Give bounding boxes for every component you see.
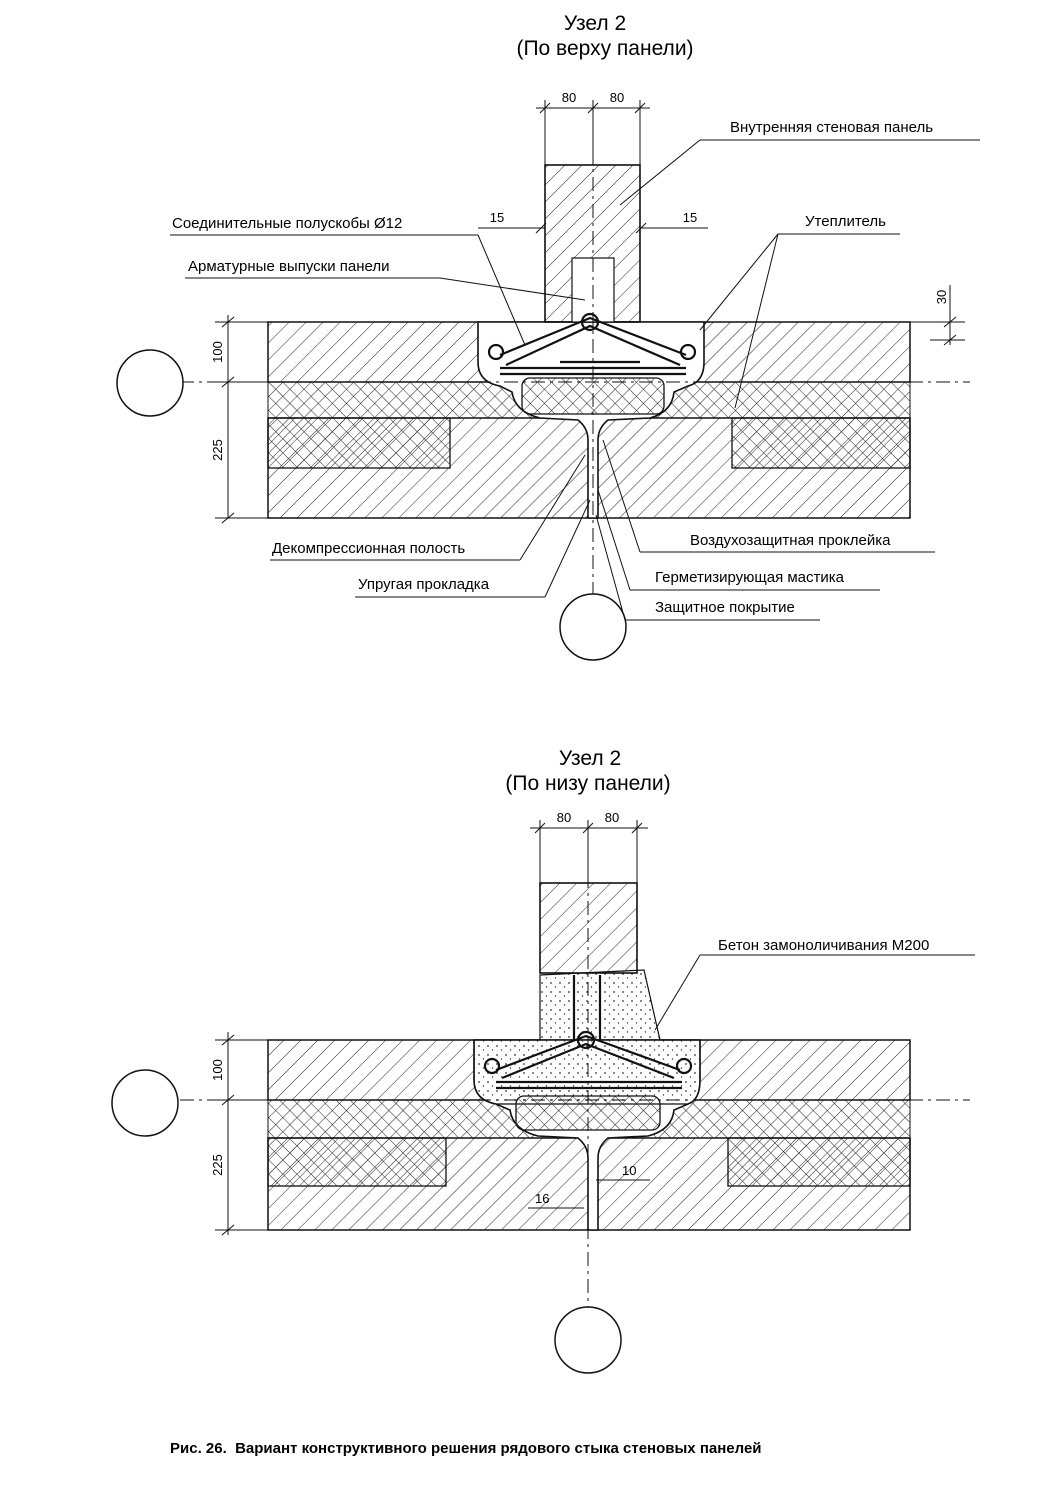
insulation-tongue-right [731, 417, 911, 469]
axis-bubble-bottom [559, 593, 627, 661]
node-top: Узел 2 (По верху панели) [116, 12, 980, 661]
figure-caption: Рис. 26. Вариант конструктивного решения… [170, 1440, 762, 1457]
node-top-title: Узел 2 [564, 12, 626, 35]
dim-gap-right: 15 [683, 210, 697, 225]
right-dimension-lines [910, 285, 965, 346]
dim-h-bottom: 225 [210, 439, 225, 461]
label-rebar-outlets: Арматурные выпуски панели [188, 258, 390, 275]
top-dimension-lines [478, 100, 708, 234]
node-top-subtitle: (По верху панели) [516, 37, 693, 60]
insulation-tongue-left [267, 1137, 447, 1187]
dim-top-offset: 30 [934, 290, 949, 304]
dim-h-bottom: 225 [210, 1154, 225, 1176]
insulation-tongue-left [267, 417, 451, 469]
dim-gap-b: 16 [535, 1191, 549, 1206]
dim-w2: 80 [605, 810, 619, 825]
leader-lines [170, 139, 980, 621]
axis-bubble-left [116, 349, 184, 417]
label-inner-panel: Внутренняя стеновая панель [730, 119, 933, 136]
insulation-tongue-right [727, 1137, 911, 1187]
left-dimension-lines [215, 1032, 268, 1236]
label-elastic-gasket: Упругая прокладка [358, 576, 490, 593]
dim-gap-a: 10 [622, 1163, 636, 1178]
label-air-barrier: Воздухозащитная проклейка [690, 532, 891, 549]
dim-w2: 80 [610, 90, 624, 105]
joint-cavity [477, 321, 705, 519]
label-concrete: Бетон замоноличивания М200 [718, 937, 929, 954]
node-bottom-subtitle: (По низу панели) [505, 772, 670, 795]
dim-w1: 80 [557, 810, 571, 825]
label-insulation: Утеплитель [805, 213, 886, 230]
dim-gap-left: 15 [490, 210, 504, 225]
label-decompression: Декомпрессионная полость [272, 540, 465, 557]
node-bottom: Узел 2 (По низу панели) [111, 747, 975, 1374]
left-dimension-lines [215, 315, 268, 524]
dim-h-top: 100 [210, 341, 225, 363]
label-half-brackets: Соединительные полускобы Ø12 [172, 215, 402, 232]
dim-h-top: 100 [210, 1059, 225, 1081]
dim-w1: 80 [562, 90, 576, 105]
label-sealant: Герметизирующая мастика [655, 569, 845, 586]
node-bottom-title: Узел 2 [559, 747, 621, 770]
axis-bubble-bottom [554, 1306, 622, 1374]
leader-lines [528, 954, 975, 1209]
axis-bubble-left [111, 1069, 179, 1137]
half-brackets [483, 975, 693, 1090]
top-dimension-lines [530, 820, 648, 883]
label-coating: Защитное покрытие [655, 599, 795, 616]
